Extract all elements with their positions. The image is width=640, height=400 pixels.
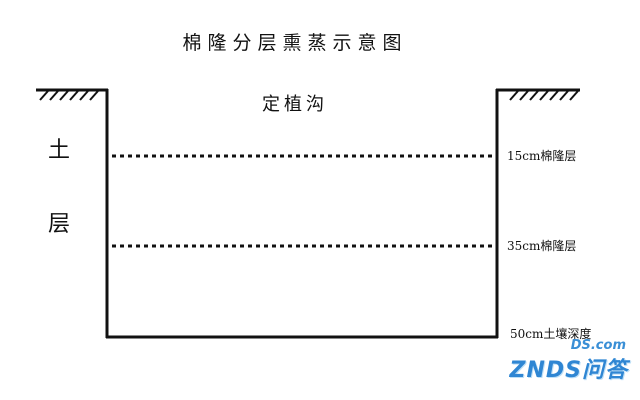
soil-label-top: 土	[48, 138, 71, 163]
ground-hatch-right	[509, 90, 579, 101]
trench-label: 定植沟	[262, 94, 328, 115]
watermark-logo: DS.com ZNDS问答	[492, 338, 632, 388]
layer-label-50cm: 50cm土壤深度	[510, 327, 592, 341]
ground-hatch-left	[39, 90, 99, 101]
watermark-top-text: DS.com	[570, 338, 626, 353]
soil-label-bottom: 层	[48, 212, 71, 237]
layer-label-15cm: 15cm棉隆层	[507, 149, 577, 163]
diagram-title: 棉隆分层熏蒸示意图	[182, 32, 408, 54]
layer-label-35cm: 35cm棉隆层	[507, 239, 577, 253]
watermark-main-text: ZNDS问答	[509, 358, 628, 383]
